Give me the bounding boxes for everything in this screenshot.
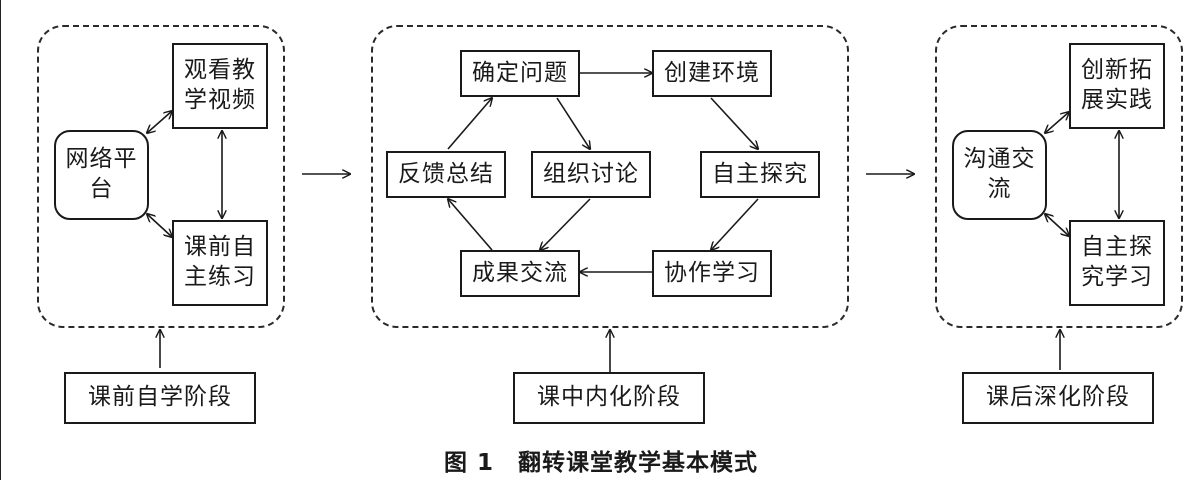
node-define-problem: 确定问题 bbox=[460, 50, 580, 97]
arrow-platform-watch bbox=[147, 111, 172, 133]
node-independent-study: 自主探究学习 bbox=[1069, 220, 1165, 306]
node-watch-videos: 观看教学视频 bbox=[172, 43, 268, 129]
arrow-create-explore bbox=[710, 97, 758, 149]
node-communication: 沟通交流 bbox=[952, 130, 1047, 220]
stage2-group bbox=[371, 25, 849, 328]
stage1-group bbox=[37, 25, 285, 328]
label-in-class-stage: 课中内化阶段 bbox=[513, 372, 705, 424]
arrow-communicate-innovate bbox=[1045, 112, 1069, 133]
arrow-discuss-share bbox=[540, 198, 591, 250]
label-post-class-stage: 课后深化阶段 bbox=[962, 372, 1154, 424]
arrow-define-discuss bbox=[556, 97, 590, 149]
arrow-platform-practice bbox=[147, 214, 172, 237]
node-create-environment: 创建环境 bbox=[652, 50, 772, 97]
arrow-feedback-define bbox=[447, 98, 492, 150]
arrow-explore-collaborate bbox=[711, 198, 759, 250]
node-independent-exploration: 自主探究 bbox=[700, 151, 820, 198]
figure-caption: 图 1 翻转课堂教学基本模式 bbox=[443, 450, 758, 476]
node-collaborative-learning: 协作学习 bbox=[652, 250, 772, 297]
node-share-results: 成果交流 bbox=[460, 250, 580, 297]
stage3-group bbox=[935, 25, 1183, 328]
left-border-line bbox=[0, 0, 1, 480]
node-innovation-practice: 创新拓展实践 bbox=[1069, 43, 1165, 129]
arrow-share-feedback bbox=[448, 199, 493, 251]
label-pre-class-stage: 课前自学阶段 bbox=[64, 372, 256, 424]
node-feedback-summary: 反馈总结 bbox=[386, 151, 506, 198]
arrow-communicate-selfstudy bbox=[1045, 214, 1069, 236]
node-pre-class-practice: 课前自主练习 bbox=[172, 220, 268, 306]
node-organize-discussion: 组织讨论 bbox=[531, 151, 651, 198]
node-network-platform: 网络平台 bbox=[54, 130, 149, 220]
